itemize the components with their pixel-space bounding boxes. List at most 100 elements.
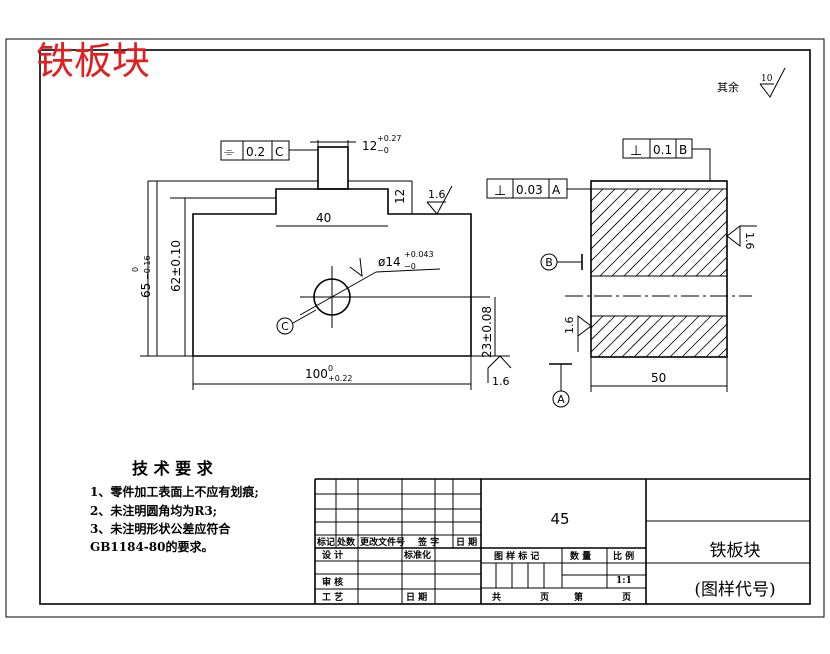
hole-diameter-lower: −0 [404,262,416,271]
design-label: 设 计 [322,549,343,561]
page-unit: 页 [622,592,631,603]
roughness-symbol-icon [487,355,512,383]
width-upper: 0 [328,364,333,373]
section-hatch [591,189,830,276]
overall-height-lower: −0.16 [143,255,152,280]
hatch-line [611,189,700,276]
review-label: 审 核 [322,576,343,588]
roughness-symbol-icon [426,185,453,215]
hatch-line [635,189,724,276]
slot-width-lower: −0 [377,146,389,155]
hatch-line [669,316,712,357]
tech-heading: 技 术 要 求 [132,459,214,478]
datum-c-circle [276,317,294,335]
rev-header-sign: 签 字 [417,536,439,548]
side-view: ⊥ 0.1 B ⊥ 0.03 A B A 1.6 [486,138,830,408]
hatch-line [707,256,727,276]
hatch-line [804,189,830,276]
hatch-line [719,268,727,276]
slot-depth: 12 [393,189,407,204]
process-label: 工 艺 [322,591,343,603]
slot-width-upper: +0.27 [377,134,402,143]
hatch-line [591,316,604,329]
date-label: 日 期 [406,591,427,603]
drawing-code: (图样代号) [694,580,775,600]
perpendicularity-frame-left: ⊥ 0.03 A [486,178,591,199]
quantity-label: 数 量 [570,550,591,562]
hatch-line [705,335,727,357]
roughness-symbol-icon [726,224,757,248]
hatch-line [591,189,652,250]
material: 45 [550,510,569,528]
perp-top-tolerance: 0.1 [653,143,672,157]
overall-height-base: 65 [139,283,153,298]
section-hatch [591,316,807,357]
title-block: 45 铁板块 (图样代号) 标记 处数 更改文件号 签 字 日 期 设 计 标准… [314,478,810,604]
width-lower: +0.22 [328,374,353,383]
hatch-line [695,244,727,276]
roughness-symbol-icon [349,257,363,278]
rev-header-date: 日 期 [456,536,477,548]
hatch-line [780,189,830,276]
roughness-symbol-icon [577,314,592,352]
datum-a: A [557,393,565,406]
datum-c: C [281,320,289,333]
total-label: 共 [492,591,501,603]
hatch-line [717,347,727,357]
hatch-line [591,189,664,262]
hatch-line [742,316,783,357]
flatness-symbol-icon: ⌯ [224,145,235,160]
part-name: 铁板块 [710,541,761,561]
side-view-outline [590,180,728,358]
hole-height: 23±0.08 [480,306,494,358]
hatch-line [633,316,676,357]
datum-b: B [545,256,553,269]
perpendicular-symbol-icon: ⊥ [630,143,642,159]
hatch-line [591,189,640,238]
hatch-line [659,208,727,276]
hatch-line [591,316,628,353]
hatch-line [591,189,616,214]
slot-roughness: 1.6 [428,188,446,201]
perp-left-datum: A [552,183,561,197]
hatch-line [591,316,616,341]
hatch-line [671,220,727,276]
perp-top-datum: B [679,143,687,157]
standardization-label: 标准化 [403,549,431,561]
perpendicular-symbol-icon: ⊥ [494,183,506,199]
hatch-line [730,316,771,357]
datum-a-circle [552,390,570,408]
perp-left-tolerance: 0.03 [516,183,543,197]
hatch-line [645,316,688,357]
hatch-line [766,316,807,357]
rev-header-mark: 标记 [316,536,335,548]
flatness-datum: C [275,145,283,159]
front-view: ⌯ 0.2 C 12 +0.27 −0 12 1.6 40 ø14 +0.043 [131,134,512,390]
left-roughness: 1.6 [563,317,576,335]
inner-frame [39,49,811,605]
slot-width-base: 12 [362,139,377,153]
hatch-line [609,316,652,357]
page-unit: 页 [540,592,549,603]
hole-diameter-base: ø14 [378,255,401,269]
roughness-note-value: 10 [761,74,773,84]
hole-diameter-upper: +0.043 [404,250,434,259]
flatness-frame: ⌯ 0.2 C [220,140,318,161]
hatch-line [591,189,676,274]
inner-height: 62±0.10 [169,240,183,292]
outer-border [5,38,825,618]
scale-value: 1:1 [616,576,632,586]
rev-header-count: 处数 [336,536,356,548]
flatness-tolerance: 0.2 [246,145,265,159]
hatch-line [768,189,830,276]
bottom-roughness: 1.6 [492,375,510,388]
hatch-line [693,323,727,357]
hatch-line [657,316,700,357]
hatch-line [591,189,604,202]
right-roughness: 1.6 [743,232,756,250]
sheet-label: 第 [574,591,583,603]
hatch-line [647,196,727,276]
drawing-mark-label: 图 样 标 记 [494,550,539,562]
hatch-line [681,316,724,357]
